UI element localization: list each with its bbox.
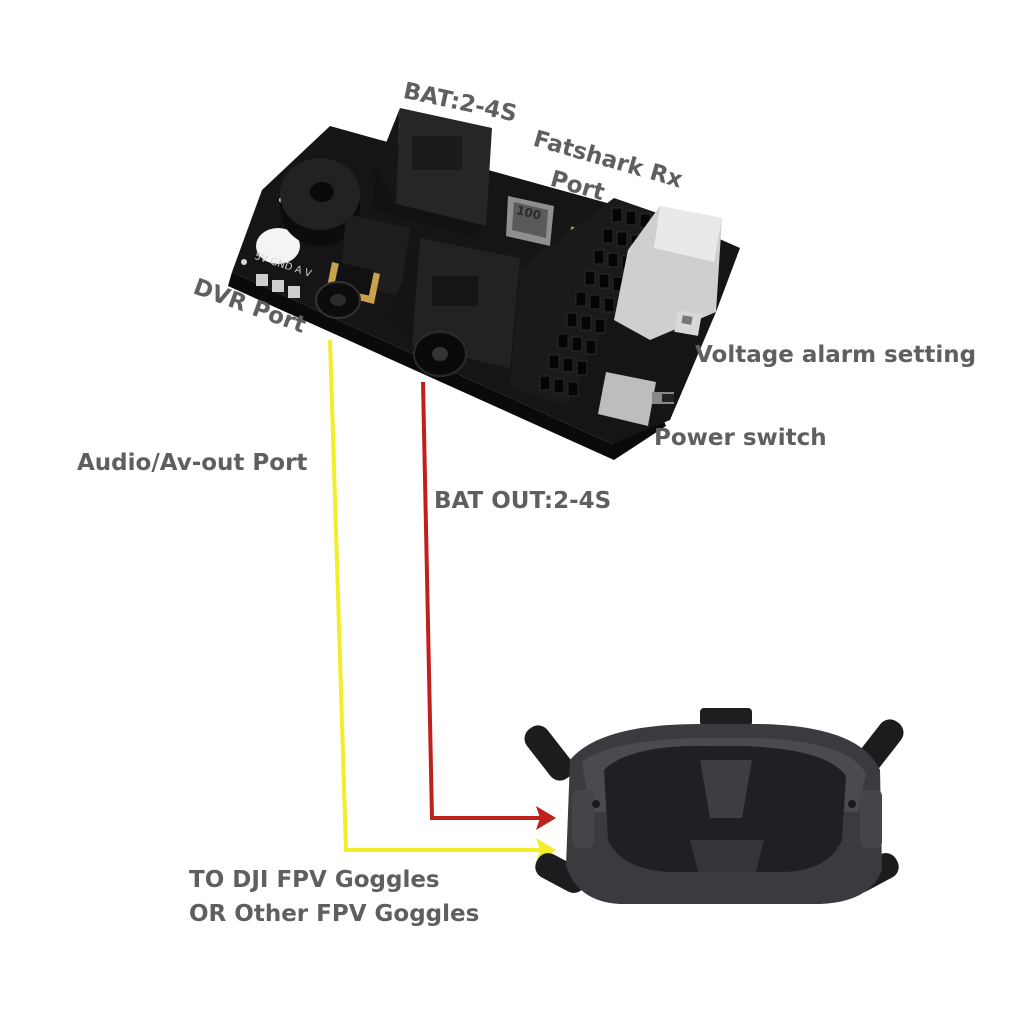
fpv-goggles bbox=[524, 708, 904, 904]
header-pin-socket bbox=[557, 333, 569, 349]
header-pin-socket bbox=[585, 339, 597, 355]
header-pin-socket bbox=[602, 228, 614, 244]
header-pin-socket bbox=[594, 318, 606, 334]
header-pin-socket bbox=[625, 210, 637, 226]
power-switch-label: Power switch bbox=[654, 425, 827, 451]
header-pin-socket bbox=[539, 375, 551, 391]
header-pin-socket bbox=[611, 207, 623, 223]
mounting-hole bbox=[256, 228, 300, 264]
bat-out-wire bbox=[421, 381, 544, 820]
bat-out-label: BAT OUT:2-4S bbox=[434, 488, 612, 514]
header-pin-socket bbox=[593, 249, 605, 265]
fatshark-rx-header bbox=[510, 198, 660, 406]
header-pin-socket bbox=[553, 378, 565, 394]
header-pin-socket bbox=[562, 357, 574, 373]
header-pin-socket bbox=[576, 360, 588, 376]
white-connector bbox=[614, 206, 722, 340]
power-switch bbox=[598, 372, 674, 426]
header-pin-socket bbox=[567, 381, 579, 397]
goggles-label-line2: OR Other FPV Goggles bbox=[189, 901, 480, 927]
header-pin-socket bbox=[607, 252, 619, 268]
audio-av-out-label: Audio/Av-out Port bbox=[77, 450, 308, 476]
bat-out-jack bbox=[388, 238, 520, 377]
inductor bbox=[506, 196, 554, 246]
header-pin-socket bbox=[616, 231, 628, 247]
header-pin-socket bbox=[571, 336, 583, 352]
header-pin-socket bbox=[584, 270, 596, 286]
buzzer bbox=[280, 158, 360, 246]
audio-av-wire bbox=[328, 339, 548, 852]
header-pin-socket bbox=[548, 354, 560, 370]
voltage-alarm-label: Voltage alarm setting bbox=[695, 342, 977, 368]
pcb-board bbox=[228, 108, 740, 460]
header-pin-socket bbox=[566, 312, 578, 328]
pin-pads bbox=[256, 274, 300, 298]
header-pin-socket bbox=[575, 291, 587, 307]
goggles-label-line1: TO DJI FPV Goggles bbox=[189, 867, 440, 893]
bat-out-arrowhead bbox=[536, 806, 556, 830]
header-pin-socket bbox=[603, 297, 615, 313]
bat-in-jack bbox=[372, 108, 492, 236]
header-pin-socket bbox=[589, 294, 601, 310]
header-pin-socket bbox=[580, 315, 592, 331]
header-pin-socket bbox=[598, 273, 610, 289]
